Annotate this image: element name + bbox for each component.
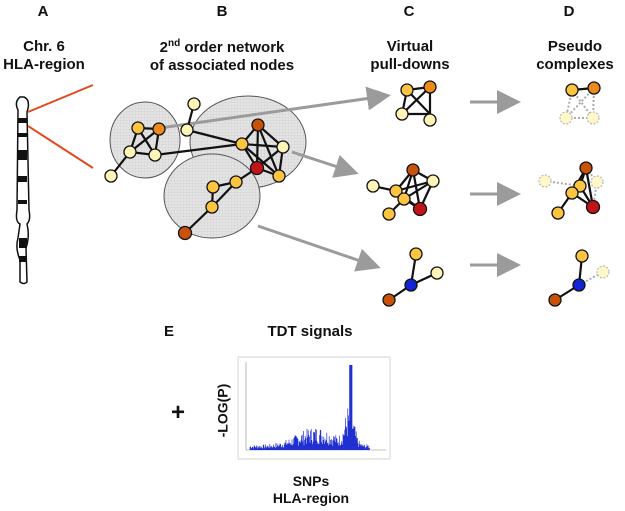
network-node — [180, 123, 194, 137]
panel-a-title-line1: Chr. 6 — [23, 38, 65, 55]
network-node — [389, 184, 403, 198]
tdt-signal-trace — [249, 365, 370, 450]
panel-e-xlabel-line1: SNPs — [292, 473, 330, 489]
network-node — [123, 145, 137, 159]
pulldown-arrows — [159, 86, 391, 272]
panel-a-title-line2: HLA-region — [3, 56, 85, 74]
network-node — [397, 192, 411, 206]
network-node — [187, 97, 201, 111]
network-node — [590, 175, 604, 189]
panel-letter-c: C — [403, 3, 415, 20]
network-node — [409, 247, 423, 261]
network-node — [229, 175, 243, 189]
panel-c-title: Virtual pull-downs — [360, 38, 460, 75]
network-node — [587, 81, 601, 95]
network-node — [235, 137, 249, 151]
network-node — [572, 278, 586, 292]
network-node — [404, 278, 418, 292]
panel-d-title-line1: Pseudo — [547, 38, 603, 55]
network-node — [251, 118, 265, 132]
panel-letter-a: A — [37, 3, 49, 20]
panel-b-title-line1: 2nd order network — [142, 38, 302, 57]
panel-c-title-line2: pull-downs — [370, 56, 450, 74]
pseudo-complex-2 — [538, 161, 604, 220]
network-node — [104, 169, 118, 183]
network-node — [412, 201, 428, 217]
network-node — [575, 249, 589, 263]
panel-b-title-num: 2 — [159, 39, 168, 56]
pulldown-3 — [382, 247, 444, 307]
panel-e-xlabel-line2: HLA-region — [272, 490, 350, 507]
network-node — [382, 293, 396, 307]
network-node — [205, 200, 219, 214]
association-ellipses — [109, 95, 307, 239]
network-node — [249, 160, 265, 176]
network-node — [565, 83, 579, 97]
network-node — [395, 107, 409, 121]
network-node — [206, 180, 220, 194]
panel-b-title-rest: order network — [180, 39, 285, 56]
network-node — [131, 121, 145, 135]
network-node — [423, 80, 437, 94]
network-node — [551, 206, 565, 220]
network-b-nodes — [104, 97, 290, 241]
panel-letter-b: B — [216, 3, 228, 20]
network-node — [426, 174, 440, 188]
pulldown-2 — [366, 163, 440, 221]
network-node — [152, 122, 166, 136]
network-node — [548, 293, 562, 307]
panel-e-title: TDT signals — [267, 323, 353, 340]
network-node — [565, 186, 579, 200]
panel-b-title-sup: nd — [167, 38, 181, 49]
panel-c-title-line1: Virtual — [386, 38, 434, 55]
pseudo-complex-3 — [548, 249, 610, 307]
network-node — [148, 148, 162, 162]
network-node — [585, 199, 601, 215]
panel-letter-d: D — [563, 3, 575, 20]
network-node — [559, 111, 573, 125]
panel-b-title: 2nd order network of associated nodes — [142, 38, 302, 76]
network-node — [276, 140, 290, 154]
network-node — [596, 265, 610, 279]
network-node — [579, 161, 593, 175]
pulldown-1 — [395, 80, 437, 127]
panel-d-title-line2: complexes — [536, 56, 614, 74]
panel-e-plus: + — [170, 399, 185, 426]
network-node — [423, 113, 437, 127]
chromosome-link-line — [27, 125, 94, 169]
panel-letter-e: E — [163, 323, 174, 340]
network-node — [177, 225, 193, 241]
tdt-signal-plot — [237, 356, 391, 460]
complex-arrows — [470, 90, 521, 277]
network-node — [382, 207, 396, 221]
network-node — [538, 174, 552, 188]
panel-e-xlabel: SNPs HLA-region — [251, 473, 371, 507]
chromosome-6 — [15, 84, 94, 285]
chromosome-link-line — [27, 84, 94, 113]
network-node — [586, 111, 600, 125]
panel-b-title-line2: of associated nodes — [149, 57, 295, 75]
panel-a-title: Chr. 6 HLA-region — [2, 38, 86, 75]
network-node — [272, 169, 286, 183]
network-node — [406, 163, 420, 177]
panel-d-title: Pseudo complexes — [525, 38, 625, 75]
network-node — [430, 266, 444, 280]
network-node — [400, 83, 414, 97]
network-node — [366, 179, 380, 193]
pseudo-complex-1 — [559, 81, 601, 125]
